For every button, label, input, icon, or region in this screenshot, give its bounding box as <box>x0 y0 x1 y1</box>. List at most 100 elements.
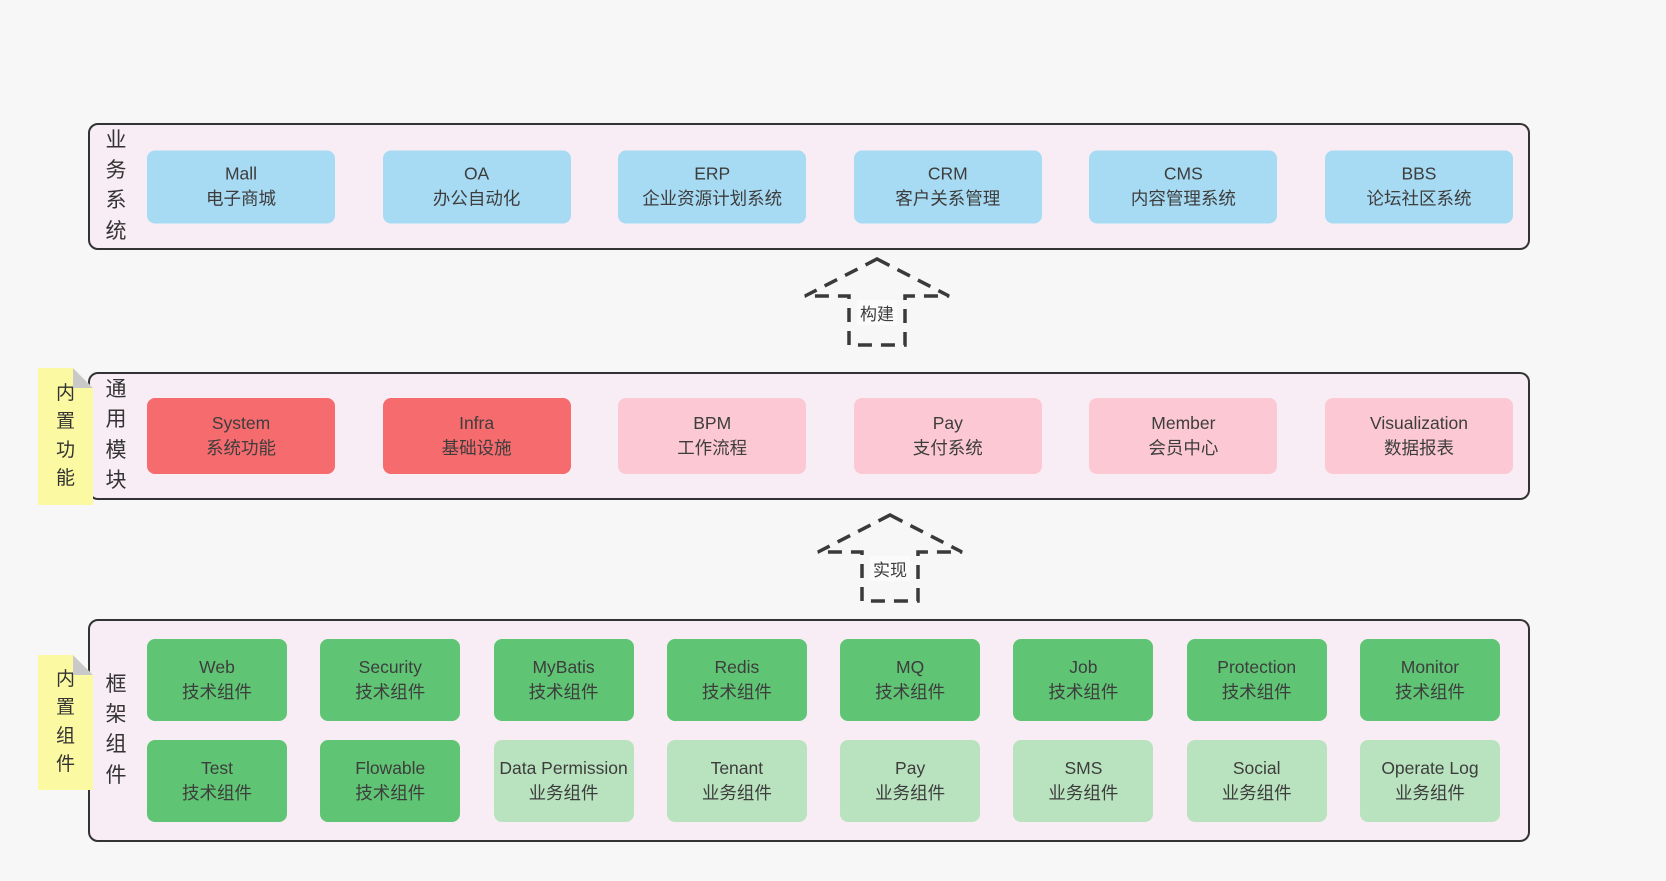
box-desc: 电子商城 <box>206 188 276 209</box>
box-monitor: Monitor 技术组件 <box>1359 639 1500 722</box>
arrow-implement-label: 实现 <box>870 556 910 581</box>
box-name: Infra <box>459 413 495 434</box>
box-desc: 技术组件 <box>355 682 426 703</box>
box-desc: 技术组件 <box>875 682 946 703</box>
note-built-in-features: 内置功能 <box>38 368 93 505</box>
box-name: ERP <box>694 163 731 184</box>
box-desc: 客户关系管理 <box>895 188 1001 209</box>
common-modules-row: System 系统功能 Infra 基础设施 BPM 工作流程 Pay 支付系统… <box>147 398 1513 474</box>
box-desc: 业务组件 <box>875 782 946 803</box>
box-name: CMS <box>1163 163 1203 184</box>
box-desc: 技术组件 <box>182 782 252 803</box>
box-cms: CMS 内容管理系统 <box>1089 150 1278 223</box>
box-desc: 论坛社区系统 <box>1366 188 1472 209</box>
box-name: Flowable <box>355 757 426 778</box>
box-desc: 内容管理系统 <box>1130 188 1236 209</box>
box-desc: 数据报表 <box>1383 438 1454 458</box>
box-name: BBS <box>1401 163 1437 184</box>
layer-label-business-systems: 业务系统 <box>105 128 127 243</box>
box-system: System 系统功能 <box>147 398 335 474</box>
layer-label-common-modules: 通用模块 <box>105 378 127 493</box>
box-name: Pay <box>932 413 963 434</box>
arrow-build: 构建 <box>802 256 952 348</box>
box-oa: OA 办公自动化 <box>382 150 571 223</box>
box-bpm: BPM 工作流程 <box>618 398 807 474</box>
business-systems-row: Mall 电子商城 OA 办公自动化 ERP 企业资源计划系统 CRM 客户关系… <box>147 150 1513 223</box>
box-erp: ERP 企业资源计划系统 <box>618 150 807 223</box>
box-name: SMS <box>1064 757 1103 778</box>
layer-business-systems: 业务系统 Mall 电子商城 OA 办公自动化 ERP 企业资源计划系统 CRM… <box>88 123 1530 250</box>
box-name: Web <box>199 657 235 678</box>
box-flowable: Flowable 技术组件 <box>320 739 461 822</box>
box-desc: 技术组件 <box>1394 682 1465 703</box>
box-desc: 系统功能 <box>206 438 276 458</box>
box-name: Member <box>1151 413 1216 434</box>
box-name: BPM <box>693 413 732 434</box>
box-pay-system: Pay 支付系统 <box>853 398 1042 474</box>
box-name: System <box>211 413 271 434</box>
box-name: Operate Log <box>1381 757 1479 778</box>
box-mq: MQ 技术组件 <box>840 639 981 722</box>
layer-common-modules: 通用模块 System 系统功能 Infra 基础设施 BPM 工作流程 Pay… <box>88 372 1530 500</box>
box-redis: Redis 技术组件 <box>666 639 807 722</box>
note-built-in-components: 内置组件 <box>38 655 93 790</box>
box-desc: 技术组件 <box>528 682 599 703</box>
arrow-build-label: 构建 <box>857 300 897 325</box>
box-sms: SMS 业务组件 <box>1013 739 1154 822</box>
box-name: Pay <box>895 757 926 778</box>
box-job: Job 技术组件 <box>1013 639 1154 722</box>
box-desc: 技术组件 <box>1221 682 1292 703</box>
layer-framework-components: 框架组件 Web 技术组件 Security 技术组件 MyBatis 技术组件… <box>88 619 1530 842</box>
box-pay-component: Pay 业务组件 <box>840 739 981 822</box>
box-name: Job <box>1069 657 1098 678</box>
framework-row-1: Web 技术组件 Security 技术组件 MyBatis 技术组件 Redi… <box>147 639 1500 722</box>
box-name: Social <box>1232 757 1281 778</box>
box-operate-log: Operate Log 业务组件 <box>1359 739 1500 822</box>
box-desc: 办公自动化 <box>432 188 521 209</box>
box-name: Test <box>200 757 234 778</box>
box-name: MyBatis <box>532 657 595 678</box>
box-mybatis: MyBatis 技术组件 <box>493 639 634 722</box>
box-desc: 业务组件 <box>701 782 772 803</box>
arrow-implement: 实现 <box>815 512 965 604</box>
note-built-in-components-label: 内置组件 <box>55 668 75 775</box>
box-desc: 业务组件 <box>1048 782 1119 803</box>
box-data-permission: Data Permission 业务组件 <box>493 739 634 822</box>
box-crm: CRM 客户关系管理 <box>853 150 1042 223</box>
box-name: MQ <box>896 657 925 678</box>
box-name: CRM <box>927 163 968 184</box>
box-mall: Mall 电子商城 <box>147 150 335 223</box>
box-name: Data Permission <box>499 757 628 778</box>
note-built-in-features-label: 内置功能 <box>55 382 75 489</box>
box-social: Social 业务组件 <box>1186 739 1327 822</box>
box-desc: 技术组件 <box>182 682 252 703</box>
box-tenant: Tenant 业务组件 <box>666 739 807 822</box>
box-infra: Infra 基础设施 <box>382 398 571 474</box>
framework-components-grid: Web 技术组件 Security 技术组件 MyBatis 技术组件 Redi… <box>147 621 1500 840</box>
box-name: Visualization <box>1370 413 1468 434</box>
box-test: Test 技术组件 <box>147 739 287 822</box>
box-name: OA <box>463 163 490 184</box>
box-name: Monitor <box>1400 657 1460 678</box>
box-desc: 会员中心 <box>1148 438 1219 458</box>
box-security: Security 技术组件 <box>320 639 461 722</box>
box-desc: 基础设施 <box>441 438 512 458</box>
box-name: Mall <box>224 163 258 184</box>
box-desc: 工作流程 <box>677 438 748 458</box>
box-visualization: Visualization 数据报表 <box>1324 398 1513 474</box>
box-name: Protection <box>1217 657 1297 678</box>
box-desc: 技术组件 <box>1048 682 1119 703</box>
box-name: Redis <box>714 657 760 678</box>
box-desc: 支付系统 <box>912 438 983 458</box>
box-bbs: BBS 论坛社区系统 <box>1324 150 1513 223</box>
box-desc: 技术组件 <box>701 682 772 703</box>
box-desc: 业务组件 <box>1221 782 1292 803</box>
box-desc: 技术组件 <box>355 782 426 803</box>
layer-label-framework-components: 框架组件 <box>105 672 127 787</box>
box-name: Security <box>358 657 422 678</box>
box-desc: 企业资源计划系统 <box>642 188 783 209</box>
box-name: Tenant <box>710 757 764 778</box>
box-protection: Protection 技术组件 <box>1186 639 1327 722</box>
box-desc: 业务组件 <box>528 782 599 803</box>
